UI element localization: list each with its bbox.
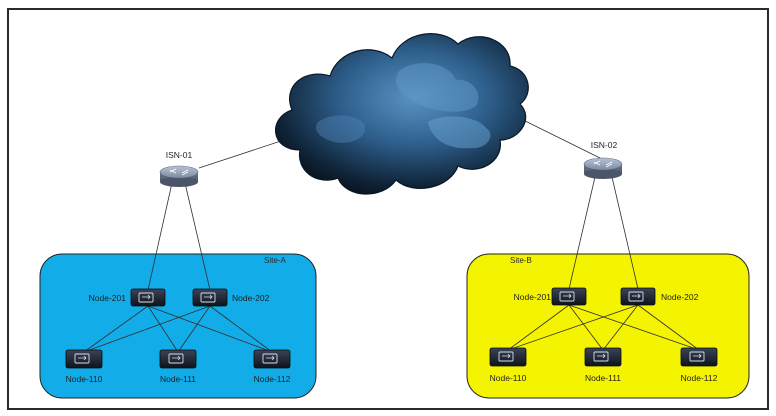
isn-02-router-icon	[583, 157, 623, 179]
site-b-node-110-switch-icon	[489, 347, 527, 367]
site-a-node-202-label: Node-202	[232, 293, 270, 303]
site-b-panel	[466, 253, 750, 399]
site-a-node-111-label: Node-111	[160, 374, 196, 384]
site-a-node-201-switch-icon	[130, 288, 166, 307]
site-b-node-111-switch-icon	[584, 347, 622, 367]
site-a-label: Site-A	[264, 256, 286, 265]
site-a-node-202-switch-icon	[192, 288, 228, 307]
site-a-node-110-switch-icon	[65, 349, 103, 369]
site-a-node-111-switch-icon	[159, 349, 197, 369]
cloud-icon	[275, 33, 529, 195]
isn-01-label: ISN-01	[166, 150, 193, 160]
isn-02-label: ISN-02	[591, 140, 618, 150]
site-a-node-110-label: Node-110	[66, 374, 103, 384]
site-b-node-112-switch-icon	[680, 347, 718, 367]
site-a-panel	[39, 253, 317, 399]
site-b-node-201-switch-icon	[551, 287, 587, 306]
site-a-node-201-label: Node-201	[89, 293, 127, 303]
site-b-node-201-label: Node-201	[514, 292, 552, 302]
site-a-node-112-label: Node-112	[254, 374, 291, 384]
site-b-node-112-label: Node-112	[681, 373, 718, 383]
isn-01-router-icon	[159, 165, 199, 187]
links	[83, 111, 700, 353]
site-b-node-110-label: Node-110	[490, 373, 527, 383]
site-b-label: Site-B	[510, 256, 532, 265]
site-a-node-112-switch-icon	[253, 349, 291, 369]
site-b-node-202-switch-icon	[620, 287, 656, 306]
site-b-node-111-label: Node-111	[585, 373, 621, 383]
site-b-node-202-label: Node-202	[661, 292, 699, 302]
